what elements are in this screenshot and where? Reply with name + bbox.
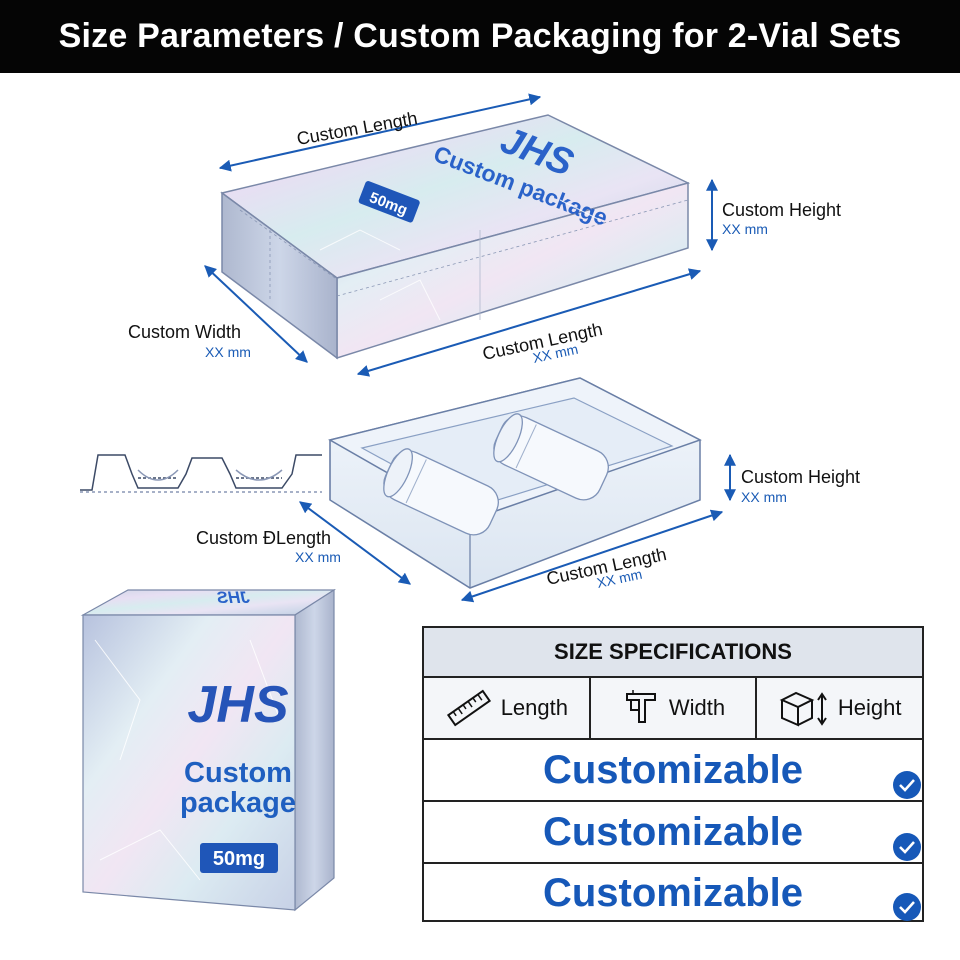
tray-left-length-arrow [299, 501, 411, 585]
retail-box-line2: package [180, 787, 296, 819]
tray-left-length-label: Custom ĐLength [196, 528, 331, 548]
caliper-icon [625, 690, 656, 723]
vial-2 [493, 413, 609, 501]
spec-col-height: Height [757, 678, 922, 738]
tray-height-value: XX mm [741, 489, 787, 505]
clear-tray [328, 377, 702, 589]
box-front-length-arrow [356, 268, 702, 377]
spec-col-width: Width [591, 678, 758, 738]
retail-box-brand: JHS [187, 676, 288, 734]
spec-value: Customizable [542, 870, 804, 915]
spec-col-width-label: Width [668, 695, 726, 720]
spec-value: Customizable [542, 809, 804, 854]
page-title: Size Parameters / Custom Packaging for 2… [58, 17, 902, 55]
top-length-label: Custom Length [295, 108, 419, 149]
tray-height-label: Custom Height [741, 467, 860, 487]
tray-front-length-arrow [460, 509, 724, 603]
spec-col-length-label: Length [500, 695, 568, 720]
box-width-arrow [204, 265, 308, 363]
spec-row-length: Customizable [424, 740, 922, 802]
retail-box-line1: Custom [184, 757, 292, 789]
ruler-icon [446, 689, 491, 727]
box-width-label: Custom Width [128, 322, 241, 342]
check-icon [893, 893, 921, 921]
retail-box-dose-badge [200, 843, 278, 873]
top-length-arrow [218, 93, 542, 172]
check-icon [893, 833, 921, 861]
size-spec-table: SIZE SPECIFICATIONS Length [422, 626, 924, 922]
box-height-icon [779, 691, 827, 727]
box-height-label: Custom Height [722, 200, 841, 220]
spec-row-height: Customizable [424, 864, 922, 922]
spec-row-width: Customizable [424, 802, 922, 864]
spec-table-header: SIZE SPECIFICATIONS [424, 628, 922, 678]
tray-cross-section [80, 454, 322, 493]
spec-table-columns: Length Width Height [424, 678, 922, 740]
spec-value: Customizable [542, 747, 804, 792]
retail-box: JHS JHS Custom package 50mg [80, 588, 337, 912]
spec-col-height-label: Height [837, 695, 902, 720]
box-width-value: XX mm [205, 344, 251, 360]
box-dose-badge: 50mg [358, 181, 420, 223]
check-icon [893, 771, 921, 799]
tray-left-length-value: XX mm [295, 549, 341, 565]
title-bar: Size Parameters / Custom Packaging for 2… [0, 0, 960, 73]
spec-col-length: Length [424, 678, 591, 738]
retail-box-brand-top: JHS [216, 588, 250, 607]
box-height-value: XX mm [722, 221, 768, 237]
retail-box-dose: 50mg [213, 848, 265, 870]
